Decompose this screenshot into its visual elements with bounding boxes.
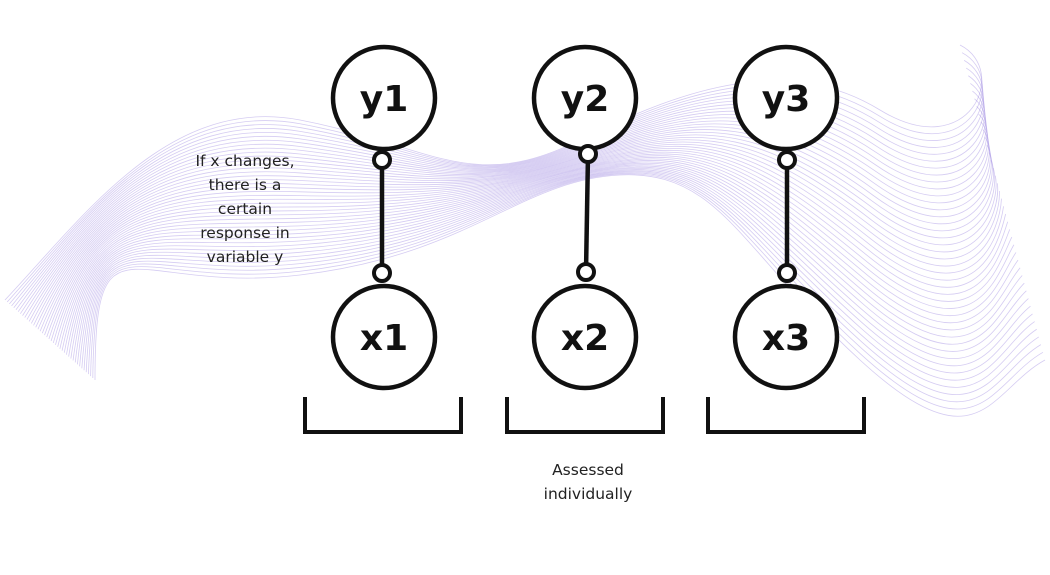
wave-line	[77, 165, 1029, 365]
wave-line	[74, 164, 1027, 363]
wave-line	[85, 170, 1037, 388]
connector-end-bottom-1	[372, 263, 392, 283]
node-x1-label: x1	[360, 318, 408, 359]
bracket-1	[303, 397, 463, 434]
wave-line	[20, 98, 987, 314]
wave-line	[90, 172, 1042, 403]
node-y3-label: y3	[762, 79, 811, 120]
variable-pair-1: y1 x1	[303, 44, 463, 434]
response-caption-line: certain	[217, 200, 273, 218]
node-y1-label: y1	[360, 79, 409, 120]
wave-line	[72, 162, 1025, 361]
connector-end-top-2	[578, 144, 598, 164]
wave-line	[63, 156, 1017, 353]
wave-line	[79, 166, 1031, 367]
node-x3-label: x3	[762, 318, 810, 359]
assessment-caption-line: Assessed	[552, 461, 624, 479]
response-caption-line: there is a	[208, 176, 282, 194]
connector-line-2	[583, 153, 591, 273]
wave-line	[92, 173, 1044, 410]
node-x3	[732, 283, 840, 391]
response-caption-line: variable y	[206, 248, 284, 266]
node-x2	[531, 283, 639, 391]
wave-line	[70, 161, 1023, 359]
wave-line	[68, 160, 1021, 357]
wave-line	[22, 106, 988, 316]
connector-end-bottom-2	[576, 262, 596, 282]
response-caption: If x changes, there is a certain respons…	[180, 149, 310, 269]
wave-line	[61, 155, 1015, 351]
bracket-2	[505, 397, 665, 434]
assessment-caption: Assessed individually	[510, 458, 666, 506]
wave-line	[26, 117, 989, 320]
node-y2-label: y2	[561, 79, 610, 120]
node-y3	[732, 44, 840, 152]
wave-line	[83, 169, 1035, 381]
connector-end-top-1	[372, 150, 392, 170]
wave-line	[24, 113, 988, 318]
node-x2-label: x2	[561, 318, 609, 359]
assessment-caption-line: individually	[543, 485, 633, 503]
wave-line	[94, 174, 1046, 417]
wave-line	[81, 168, 1033, 374]
wave-line	[66, 158, 1019, 355]
response-caption-line: If x changes,	[195, 152, 295, 170]
node-y1	[330, 44, 438, 152]
wave-line	[88, 171, 1039, 395]
wave-line	[59, 153, 1013, 349]
connector-end-bottom-3	[777, 263, 797, 283]
wave-line	[57, 151, 1011, 347]
wave-line	[17, 90, 986, 312]
bracket-3	[706, 397, 866, 434]
node-x1	[330, 283, 438, 391]
decorative-wave-background	[4, 44, 1046, 417]
response-caption-line: response in	[200, 224, 290, 242]
connector-end-top-3	[777, 150, 797, 170]
variable-pair-2: y2 x2	[505, 44, 665, 434]
variable-pair-3: y3 x3	[706, 44, 866, 434]
